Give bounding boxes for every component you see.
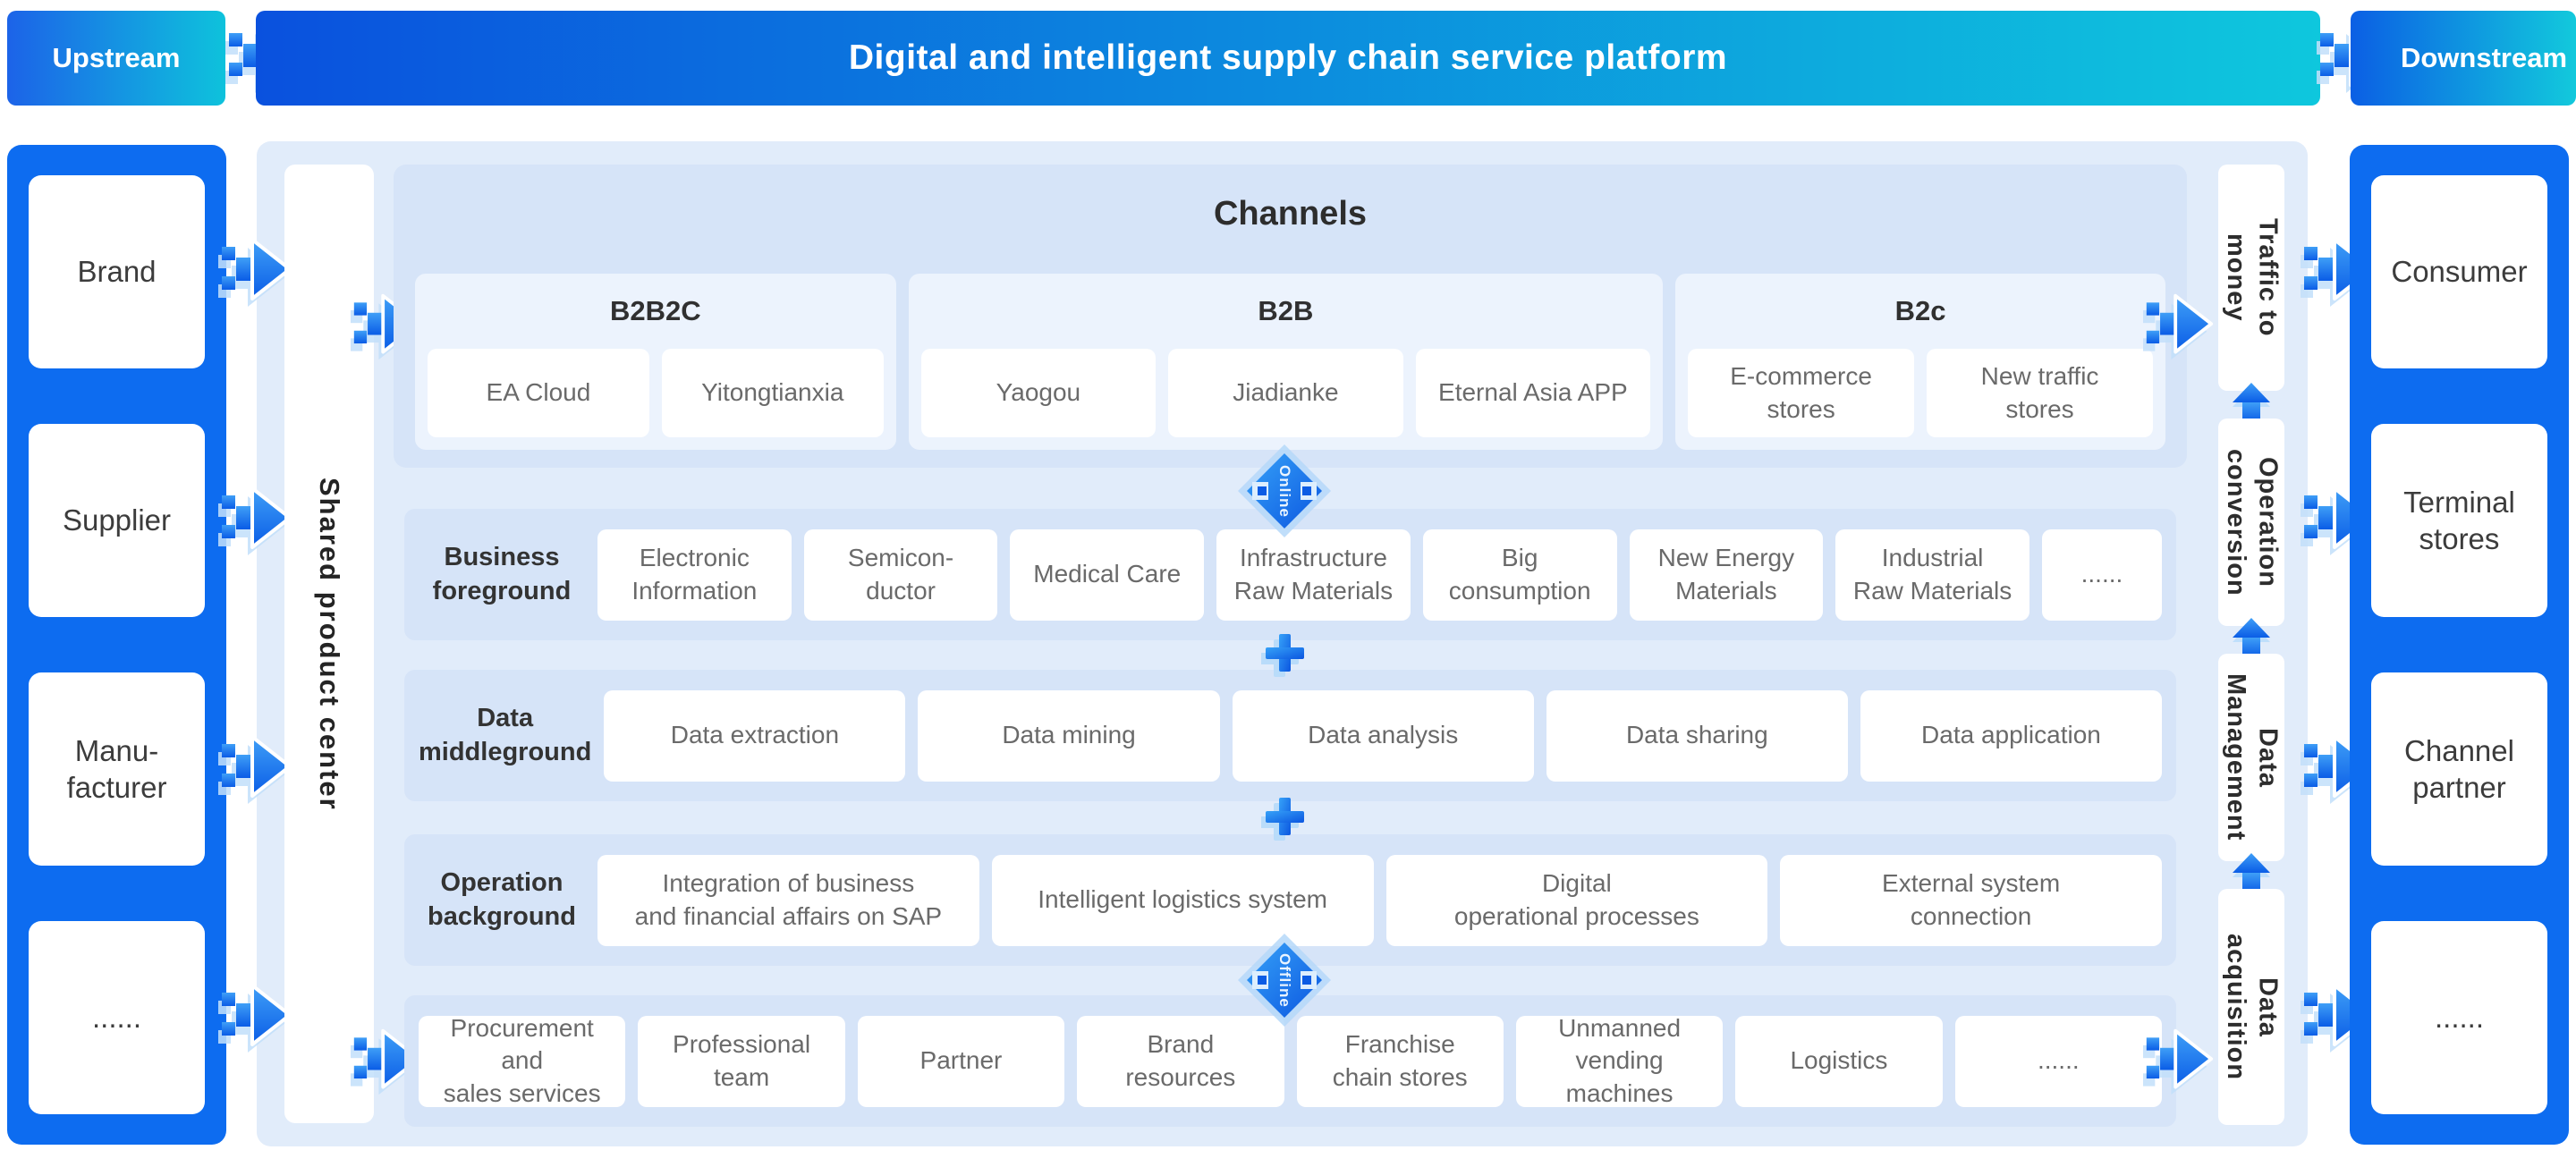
- right-column-item-more: ......: [2371, 921, 2547, 1114]
- bar-label-line: conversion: [2222, 448, 2250, 596]
- band-label: Operation background: [428, 867, 576, 931]
- channel-item: New traffic stores: [1927, 349, 2154, 437]
- bar-label-line: Data: [2253, 727, 2283, 788]
- bar-label-line: Traffic to: [2253, 218, 2283, 337]
- channel-group-items: EA Cloud Yitongtianxia: [428, 349, 884, 437]
- offline-connector-label: Offline: [1276, 952, 1293, 1008]
- band-item: Digital operational processes: [1385, 854, 1768, 946]
- arrow-right-icon: [218, 236, 293, 308]
- band-data-middleground: Data middleground Data extraction Data m…: [404, 670, 2176, 801]
- band-label: Data middleground: [419, 703, 592, 766]
- band-item: Professional team: [638, 1015, 845, 1107]
- band-item: Unmanned vending machines: [1515, 1014, 1724, 1107]
- channels-section: Channels B2B2C EA Cloud Yitongtianxia B2…: [394, 165, 2187, 468]
- band-item-more: ......: [2041, 528, 2163, 621]
- band-item: Logistics: [1735, 1015, 1943, 1107]
- channels-title: Channels: [1213, 195, 1368, 233]
- band-item: Data mining: [918, 689, 1220, 782]
- band-label: Business foreground: [432, 542, 572, 605]
- bar-label-line: acquisition: [2222, 933, 2250, 1081]
- channel-group-items: E-commerce stores New traffic stores: [1688, 349, 2154, 437]
- channel-item: E-commerce stores: [1688, 349, 1915, 437]
- arrow-right-icon: [2143, 1027, 2215, 1096]
- band-item: External system connection: [1780, 854, 2162, 946]
- bar-traffic-to-money: Traffic to money: [2218, 165, 2284, 391]
- downstream-label: Downstream: [2400, 42, 2568, 73]
- left-column-item-supplier: Supplier: [29, 424, 205, 617]
- right-column-item-terminal-stores: Terminal stores: [2371, 424, 2547, 617]
- band-item: Partner: [857, 1015, 1065, 1107]
- channel-group-b2c: B2c E-commerce stores New traffic stores: [1675, 274, 2165, 450]
- bar-label-line: Management: [2222, 673, 2250, 841]
- left-column-item-brand: Brand: [29, 175, 205, 368]
- arrow-right-icon: [218, 485, 293, 556]
- plus-connector-icon: [1261, 794, 1308, 841]
- online-connector-label: Online: [1276, 464, 1293, 518]
- channel-item: Eternal Asia APP: [1415, 349, 1651, 437]
- left-column-item-more: ......: [29, 921, 205, 1114]
- channel-group-label: B2B2C: [610, 295, 701, 326]
- downstream-block: Downstream: [2351, 11, 2576, 106]
- arrow-right-icon: [218, 733, 293, 805]
- channel-item: Jiadianke: [1168, 349, 1403, 437]
- plus-connector-icon: [1261, 630, 1308, 677]
- channel-item: Yaogou: [920, 349, 1157, 437]
- shared-product-center-label: Shared product center: [314, 477, 345, 811]
- band-item: Brand resources: [1077, 1015, 1284, 1107]
- band-item: Data application: [1860, 689, 2163, 782]
- bar-label-line: money: [2222, 233, 2250, 322]
- bar-data-management: Data Management: [2218, 654, 2284, 861]
- band-item: Big consumption: [1422, 528, 1617, 621]
- band-item: Procurement and sales services: [419, 1014, 626, 1107]
- band-item: Integration of business and financial af…: [597, 854, 979, 946]
- right-column: Consumer Terminal stores Channel partner…: [2350, 145, 2569, 1145]
- band-item: New Energy Materials: [1629, 528, 1824, 621]
- band-item: Data sharing: [1546, 689, 1848, 782]
- band-item: Data analysis: [1232, 689, 1534, 782]
- bar-label-line: Operation: [2253, 457, 2283, 588]
- channel-group-items: Yaogou Jiadianke Eternal Asia APP: [920, 349, 1651, 437]
- left-column-item-manufacturer: Manu- facturer: [29, 672, 205, 866]
- channel-group-label: B2B: [1258, 295, 1314, 326]
- bar-operation-conversion: Operation conversion: [2218, 419, 2284, 626]
- arrow-right-icon: [218, 982, 293, 1053]
- band-item: Data extraction: [604, 689, 906, 782]
- channel-group-b2b2c: B2B2C EA Cloud Yitongtianxia: [415, 274, 896, 450]
- band-item: Industrial Raw Materials: [1835, 528, 2029, 621]
- upstream-block: Upstream: [7, 11, 225, 106]
- bar-label-line: Data: [2253, 977, 2283, 1037]
- channel-item: Yitongtianxia: [661, 349, 884, 437]
- band-item: Franchise chain stores: [1296, 1015, 1504, 1107]
- arrow-right-icon: [2143, 292, 2215, 361]
- channel-item: EA Cloud: [428, 349, 649, 437]
- upstream-label: Upstream: [52, 42, 181, 73]
- shared-product-center-bar: Shared product center: [284, 165, 374, 1123]
- band-item: Medical Care: [1010, 528, 1205, 621]
- band-item-more: ......: [1954, 1015, 2162, 1107]
- right-column-item-channel-partner: Channel partner: [2371, 672, 2547, 866]
- online-connector: Online: [1238, 444, 1331, 537]
- channels-groups: B2B2C EA Cloud Yitongtianxia B2B Yaogou …: [415, 274, 2165, 450]
- channel-group-label: B2c: [1894, 295, 1946, 326]
- band-item: Semicon- ductor: [803, 528, 998, 621]
- right-column-item-consumer: Consumer: [2371, 175, 2547, 368]
- platform-title: Digital and intelligent supply chain ser…: [848, 38, 1728, 77]
- offline-connector: Offline: [1238, 934, 1331, 1027]
- left-column: Brand Supplier Manu- facturer ......: [7, 145, 226, 1145]
- platform-title-bar: Digital and intelligent supply chain ser…: [256, 11, 2320, 106]
- band-item: Electronic Information: [597, 528, 792, 621]
- bar-data-acquisition: Data acquisition: [2218, 889, 2284, 1125]
- band-item: Infrastructure Raw Materials: [1216, 528, 1411, 621]
- channel-group-b2b: B2B Yaogou Jiadianke Eternal Asia APP: [908, 274, 1664, 450]
- band-item: Intelligent logistics system: [991, 854, 1374, 946]
